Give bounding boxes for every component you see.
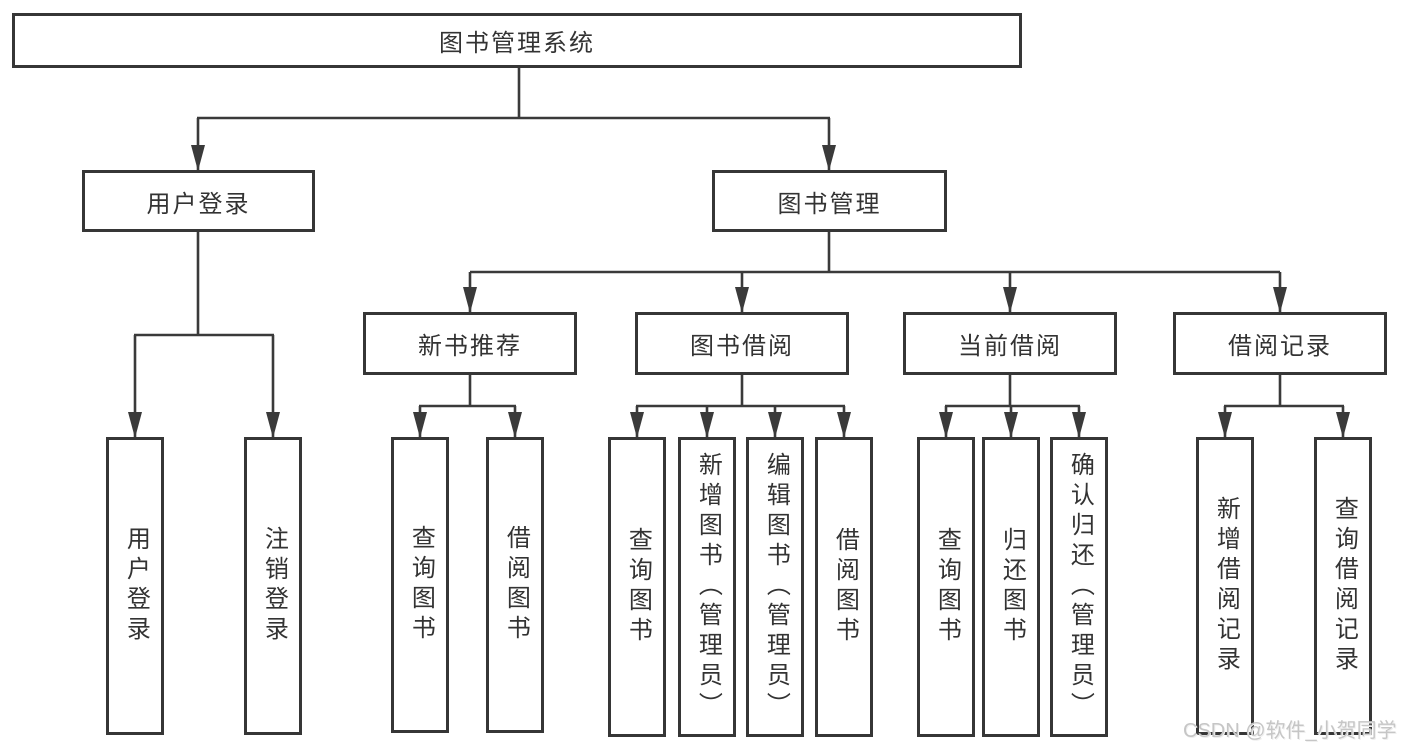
leaf-query-books-2-label: 查询图书 — [624, 527, 652, 647]
leaf-add-books-admin: 新增图书（管理员） — [678, 437, 736, 737]
leaf-query-books-3: 查询图书 — [917, 437, 975, 737]
node-book-borrowing: 图书借阅 — [635, 312, 849, 375]
leaf-add-borrow-record: 新增借阅记录 — [1196, 437, 1254, 735]
leaf-add-borrow-record-label: 新增借阅记录 — [1212, 496, 1240, 676]
leaf-edit-books-admin-label: 编辑图书（管理员） — [762, 452, 790, 722]
leaf-logout: 注销登录 — [244, 437, 302, 735]
leaf-query-books-1: 查询图书 — [391, 437, 449, 733]
leaf-user-login: 用户登录 — [106, 437, 164, 735]
leaf-query-borrow-record-label: 查询借阅记录 — [1330, 496, 1358, 676]
leaf-return-books: 归还图书 — [982, 437, 1040, 737]
leaf-query-books-3-label: 查询图书 — [933, 527, 961, 647]
leaf-borrow-books-1: 借阅图书 — [486, 437, 544, 733]
csdn-watermark: CSDN @软件_小贺同学 — [1183, 720, 1397, 742]
node-current-borrowing: 当前借阅 — [903, 312, 1117, 375]
leaf-query-borrow-record: 查询借阅记录 — [1314, 437, 1372, 735]
leaf-user-login-label: 用户登录 — [122, 526, 150, 646]
node-user-login-branch: 用户登录 — [82, 170, 315, 232]
leaf-logout-label: 注销登录 — [260, 526, 288, 646]
node-new-book-recommendation: 新书推荐 — [363, 312, 577, 375]
leaf-borrow-books-1-label: 借阅图书 — [502, 525, 530, 645]
leaf-return-books-label: 归还图书 — [998, 527, 1026, 647]
node-borrowing-records: 借阅记录 — [1173, 312, 1387, 375]
leaf-borrow-books-2: 借阅图书 — [815, 437, 873, 737]
leaf-edit-books-admin: 编辑图书（管理员） — [746, 437, 804, 737]
leaf-borrow-books-2-label: 借阅图书 — [831, 527, 859, 647]
leaf-confirm-return-admin: 确认归还（管理员） — [1050, 437, 1108, 737]
node-library-management-system: 图书管理系统 — [12, 13, 1022, 68]
leaf-query-books-2: 查询图书 — [608, 437, 666, 737]
leaf-add-books-admin-label: 新增图书（管理员） — [694, 452, 722, 722]
node-book-management-branch: 图书管理 — [712, 170, 947, 232]
leaf-query-books-1-label: 查询图书 — [407, 525, 435, 645]
leaf-confirm-return-admin-label: 确认归还（管理员） — [1066, 452, 1094, 722]
